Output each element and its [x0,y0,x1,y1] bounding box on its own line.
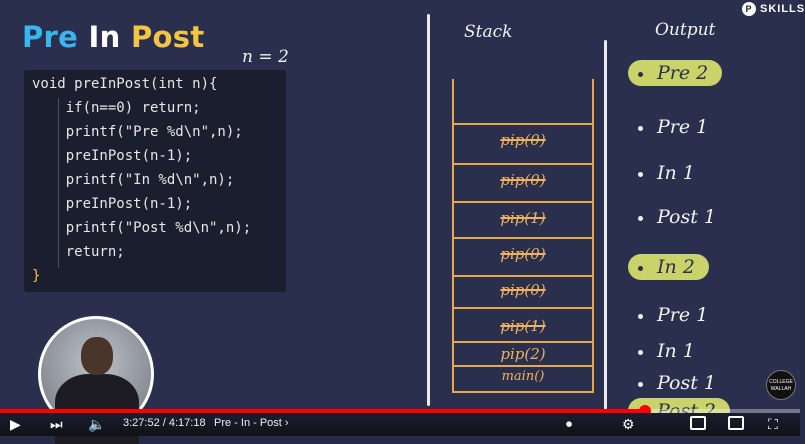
progress-fill [0,409,645,413]
bullet-icon [638,71,643,77]
fullscreen-icon[interactable]: ⛶ [768,416,778,432]
output-item: In 1 [638,162,695,184]
output-heading: Output [655,20,716,40]
stack-frame-line [454,307,592,309]
output-item: Pre 1 [638,304,708,326]
slide-title: Pre In Post [22,20,205,54]
code-line: void preInPost(int n){ [32,76,218,92]
indent-guide [58,98,59,268]
bullet-icon [638,313,643,319]
stack-heading: Stack [464,22,513,42]
player-controls: ▶ ⏭ 🔈 3:27:52 / 4:17:18 Pre - In - Post … [0,413,800,436]
stack-frame: pip(0) [500,245,546,263]
autoplay-toggle-icon[interactable]: ⏺ [566,417,573,431]
stack-frame: pip(0) [500,171,546,189]
output-item: Pre 2 [628,60,723,86]
stack-frame: pip(0) [500,281,546,299]
theater-mode-icon[interactable] [728,416,744,430]
stack-frame: pip(1) [500,317,546,335]
bullet-icon [638,171,643,177]
stack-frame-line [454,201,592,203]
output-item: Post 1 [638,372,716,394]
pw-logo-icon: P [742,2,756,16]
title-pre: Pre [22,20,79,54]
divider-right [604,40,607,412]
bullet-icon [638,215,643,221]
next-icon[interactable]: ⏭ [50,416,63,432]
code-line: preInPost(n-1); [32,148,193,164]
code-line: printf("In %d\n",n); [32,172,235,188]
stack-frame: pip(1) [500,209,546,227]
code-line: printf("Post %d\n",n); [32,220,252,236]
output-item: Pre 1 [638,116,708,138]
stack-frame-line [454,275,592,277]
brand-text: SKILLS [760,3,805,15]
bullet-icon [638,265,643,271]
stack-frame: pip(2) [500,345,546,363]
stack-frame-line [454,237,592,239]
stack-frame-line [454,365,592,367]
brand-logo: P SKILLS [742,2,805,16]
code-line: printf("Pre %d\n",n); [32,124,243,140]
stack-frame: pip(0) [500,131,546,149]
code-line: if(n==0) return; [32,100,201,116]
bullet-icon [638,349,643,355]
title-post: Post [130,20,205,54]
play-icon[interactable]: ▶ [10,416,21,432]
call-stack: pip(0) pip(0) pip(1) pip(0) pip(0) pip(1… [452,79,594,393]
code-line: } [32,268,41,284]
code-line: preInPost(n-1); [32,196,193,212]
chapter-title[interactable]: Pre - In - Post › [214,417,289,429]
stack-frame: main() [501,369,545,384]
settings-icon[interactable]: ⚙ [622,416,635,432]
code-line: return; [32,244,125,260]
instructor-head [81,337,113,375]
volume-icon[interactable]: 🔈 [88,416,106,432]
divider-left [427,14,430,406]
output-item: Post 1 [638,206,716,228]
output-item: In 1 [638,340,695,362]
stack-frame-line [454,123,592,125]
stack-frame-line [454,163,592,165]
miniplayer-icon[interactable] [690,416,706,430]
college-wallah-badge: COLLEGE WALLAH [766,370,796,400]
title-in: In [88,20,121,54]
time-display: 3:27:52 / 4:17:18 [123,417,206,429]
bullet-icon [638,381,643,387]
code-block: void preInPost(int n){ if(n==0) return; … [24,70,286,292]
bullet-icon [638,125,643,131]
stack-frame-line [454,341,592,343]
output-item: In 2 [628,254,709,280]
n-annotation: n = 2 [242,47,289,67]
